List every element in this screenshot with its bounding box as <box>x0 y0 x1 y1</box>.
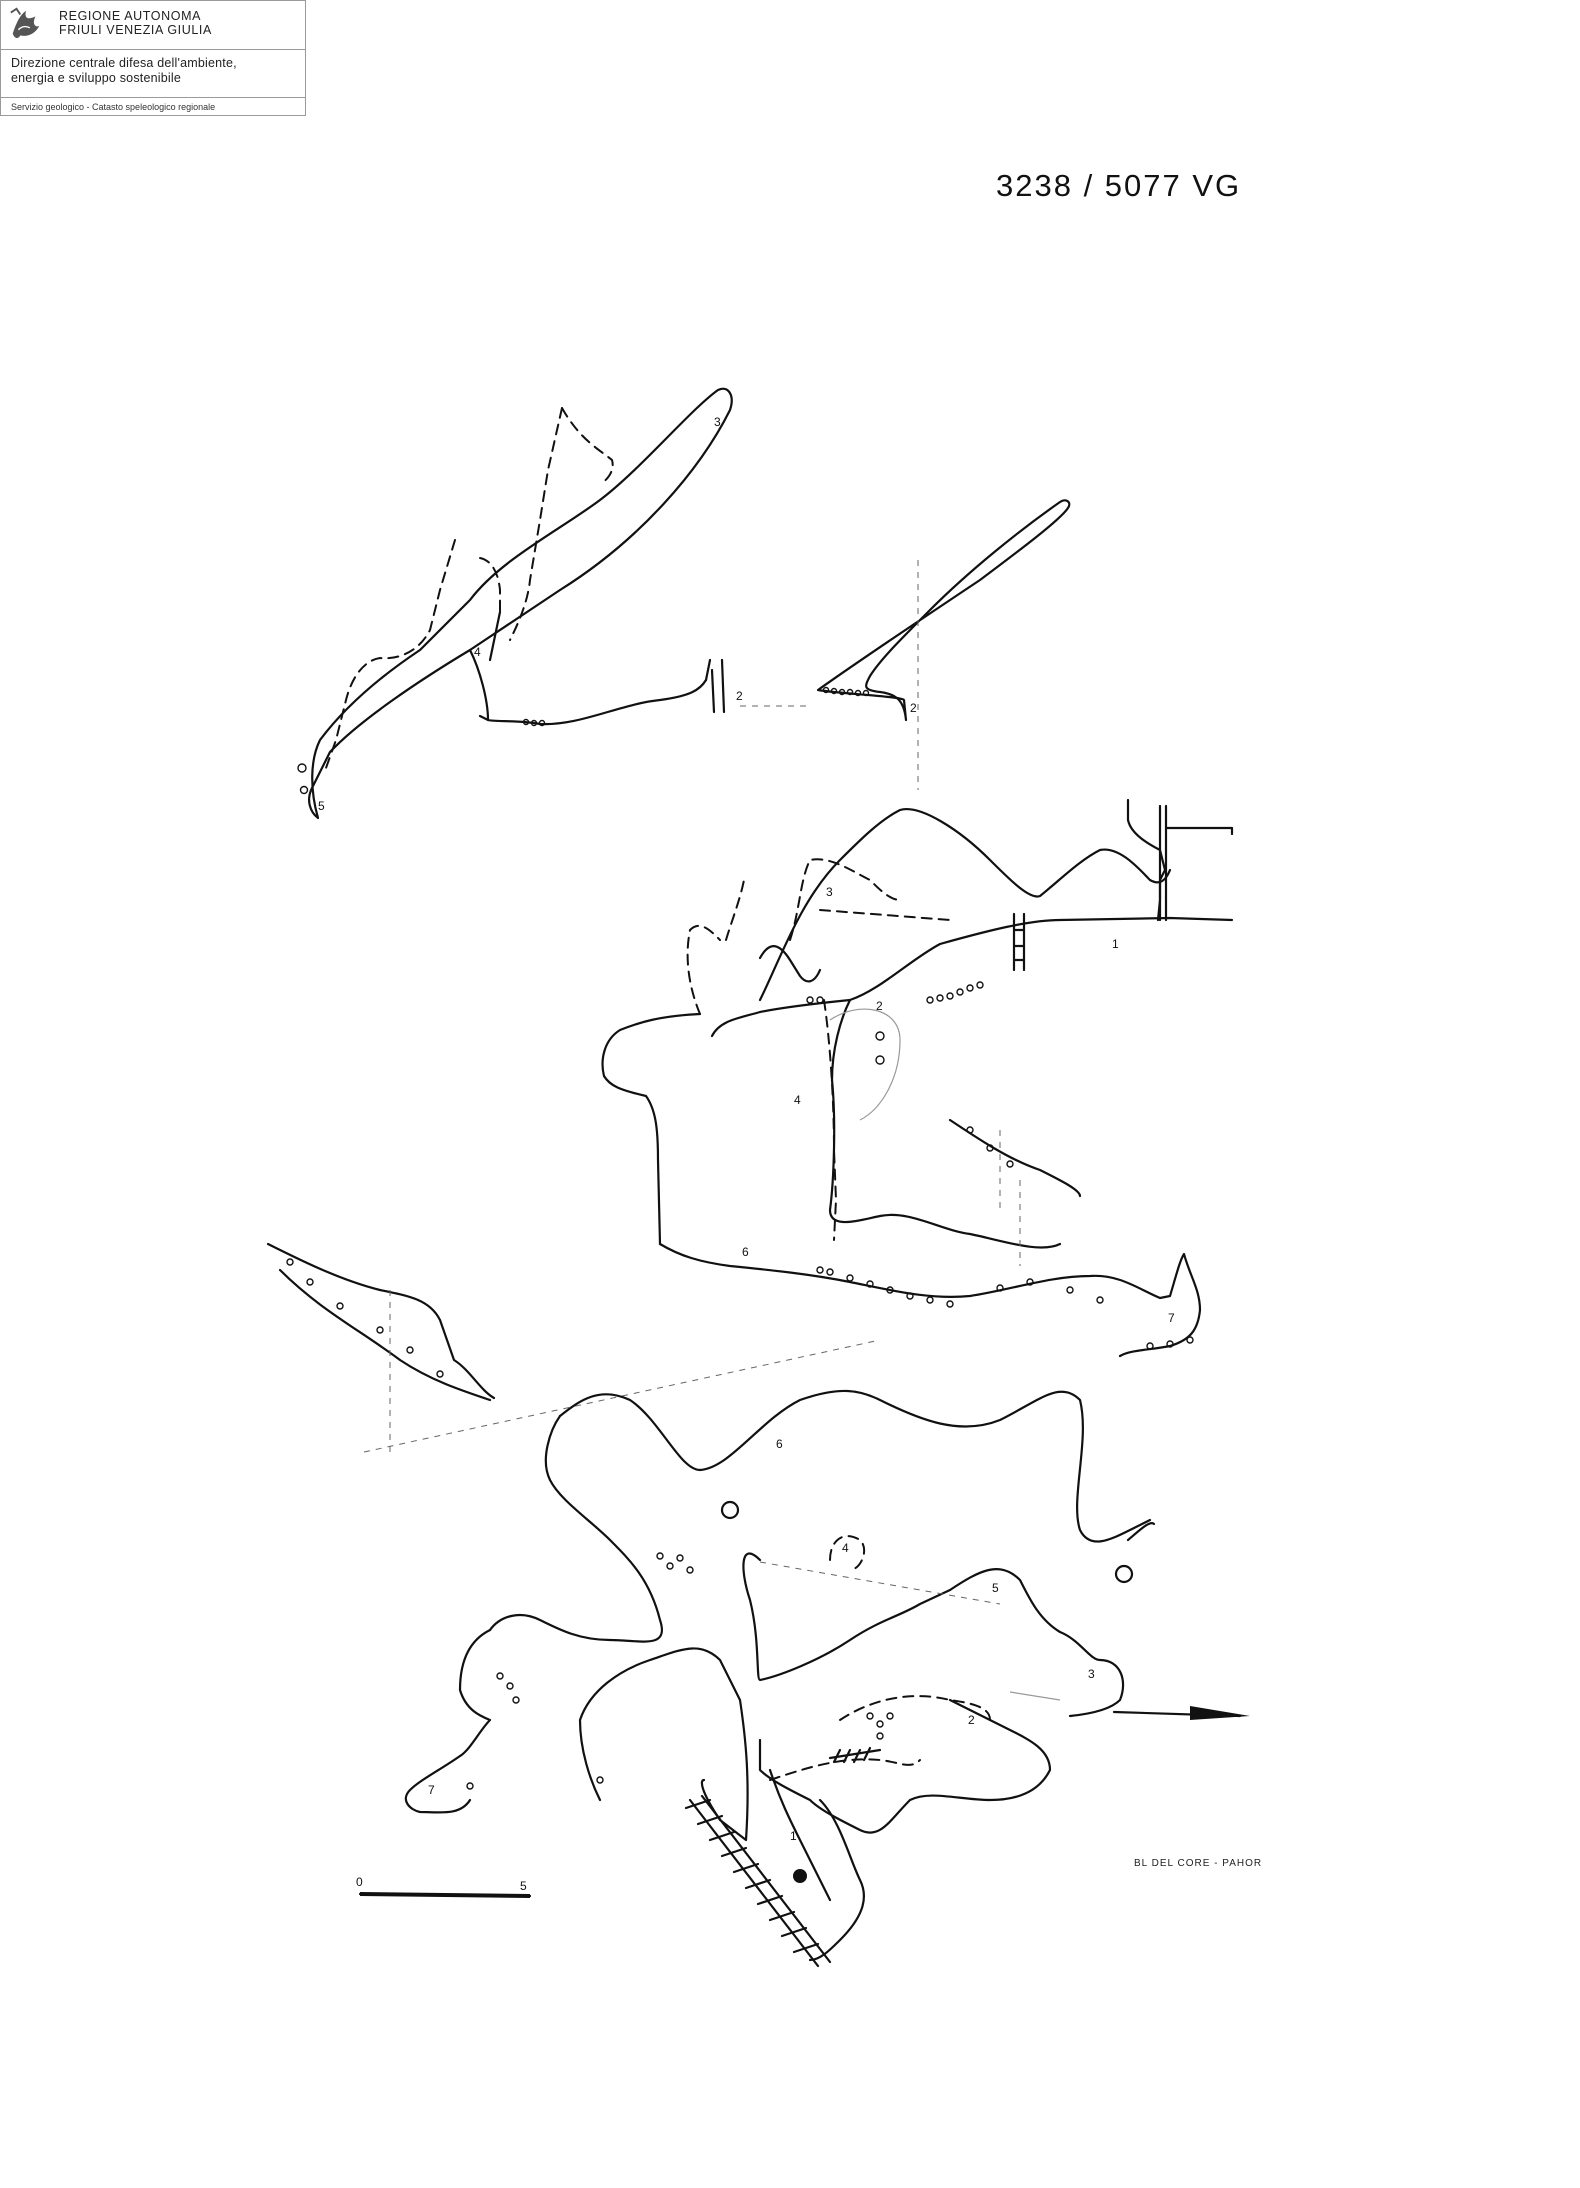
upper-rubble <box>297 686 870 795</box>
scale-bar: 0 5 <box>356 1875 532 1898</box>
upper-section: 3 4 5 2 2 <box>297 387 1071 820</box>
catalog-number: 3238 / 5077 VG <box>996 168 1242 203</box>
org-line-1: REGIONE AUTONOMA <box>59 9 202 23</box>
plan-label-3: 3 <box>1088 1667 1095 1681</box>
plan-line-1 <box>759 1561 1001 1605</box>
middle-floor <box>658 1242 1202 1358</box>
upper-label-2b: 2 <box>910 701 917 715</box>
plan-label-6: 6 <box>776 1437 783 1451</box>
letterhead-department-block: Direzione centrale difesa dell'ambiente,… <box>1 50 305 98</box>
middle-rubble <box>286 981 1194 1378</box>
upper-dashed-1 <box>509 407 563 641</box>
middle-label-1: 1 <box>1112 937 1119 951</box>
plan-ramp-hatch <box>828 1746 882 1764</box>
scale-start-label: 0 <box>356 1875 363 1889</box>
upper-label-3: 3 <box>714 415 721 429</box>
plan-label-7: 7 <box>428 1783 435 1797</box>
scale-end-label: 5 <box>520 1879 527 1893</box>
middle-label-6: 6 <box>742 1245 749 1259</box>
plan-main-outline <box>558 1389 1152 1543</box>
middle-dashed-3 <box>823 999 838 1241</box>
letterhead: REGIONE AUTONOMA FRIULI VENEZIA GIULIA D… <box>0 0 306 116</box>
entrance-dot-icon <box>793 1869 807 1883</box>
middle-cavern <box>828 998 1062 1249</box>
upper-dashed-2 <box>561 407 614 485</box>
middle-label-4: 4 <box>794 1093 801 1107</box>
middle-dashed-4 <box>819 909 951 921</box>
middle-outline-upper <box>710 916 1234 1038</box>
plan-right-lip <box>1126 1522 1156 1542</box>
middle-outline-hill <box>758 808 1172 1002</box>
upper-gallery-inner <box>468 648 708 726</box>
middle-dashed-1 <box>686 879 745 1015</box>
upper-branch <box>478 610 502 722</box>
upper-label-5: 5 <box>318 799 325 813</box>
plan-left-lobe <box>488 1414 663 1643</box>
organization-name: REGIONE AUTONOMA FRIULI VENEZIA GIULIA <box>59 9 212 37</box>
plan-inner-loop <box>742 1552 952 1682</box>
eagle-emblem-icon <box>10 7 40 39</box>
middle-section: 1 2 3 4 6 7 <box>266 798 1234 1453</box>
plan-right-passage <box>948 1568 1125 1718</box>
middle-label-2: 2 <box>876 999 883 1013</box>
middle-label-3: 3 <box>826 885 833 899</box>
middle-slope-left <box>266 1242 496 1400</box>
dept-line-1: Direzione centrale difesa dell'ambiente, <box>11 56 237 70</box>
middle-slope-left-outer <box>278 1268 492 1402</box>
middle-notch <box>758 945 822 983</box>
upper-label-4: 4 <box>474 645 481 659</box>
org-line-2: FRIULI VENEZIA GIULIA <box>59 23 212 37</box>
plan-right-shaft <box>1114 1564 1134 1584</box>
upper-label-2a: 2 <box>736 689 743 703</box>
plan-entrance-passage <box>768 1768 832 1902</box>
service-name: Servizio geologico - Catasto speleologic… <box>11 102 216 112</box>
department-name: Direzione centrale difesa dell'ambiente,… <box>11 56 237 86</box>
middle-slope-right <box>948 1118 1082 1198</box>
plan-rubble <box>466 1552 894 1790</box>
plan-label-1: 1 <box>790 1829 797 1843</box>
plan-pit-marker <box>720 1500 740 1520</box>
upper-gallery-wall <box>308 387 733 820</box>
upper-right-gallery <box>816 499 1071 722</box>
survey-credits: BL DEL CORE - PAHOR <box>1134 1858 1263 1869</box>
upper-wall-end <box>704 658 726 714</box>
dept-line-2: energia e sviluppo sostenibile <box>11 71 181 85</box>
plan-label-2: 2 <box>968 1713 975 1727</box>
plan-view: 1 2 3 4 5 6 7 <box>404 1389 1156 1968</box>
plan-faint-1 <box>1009 1691 1061 1701</box>
middle-chimney <box>1012 912 1026 972</box>
upper-dashed-3 <box>325 539 456 769</box>
middle-shaft-right <box>1126 798 1167 922</box>
plan-center-body <box>578 1647 749 1842</box>
ladder-icon <box>684 1794 832 1968</box>
plan-dashed-2 <box>839 1695 991 1721</box>
plan-tongue-7 <box>404 1628 492 1814</box>
middle-dashed-2 <box>789 858 901 941</box>
plan-main-lower <box>808 1798 865 1962</box>
middle-ladder-post <box>1158 804 1234 922</box>
plan-label-5: 5 <box>992 1581 999 1595</box>
middle-left-wall <box>601 1012 702 1246</box>
middle-faint-curve <box>829 1008 901 1121</box>
plan-lower-chamber <box>758 1698 1052 1834</box>
plan-dashed-1 <box>769 1758 921 1781</box>
letterhead-org-block: REGIONE AUTONOMA FRIULI VENEZIA GIULIA <box>1 1 305 50</box>
north-arrow-icon <box>1112 1706 1250 1720</box>
middle-label-7: 7 <box>1168 1311 1175 1325</box>
plan-dashed-3 <box>829 1535 866 1571</box>
plan-label-4: 4 <box>842 1541 849 1555</box>
upper-dashed-4 <box>479 557 501 613</box>
